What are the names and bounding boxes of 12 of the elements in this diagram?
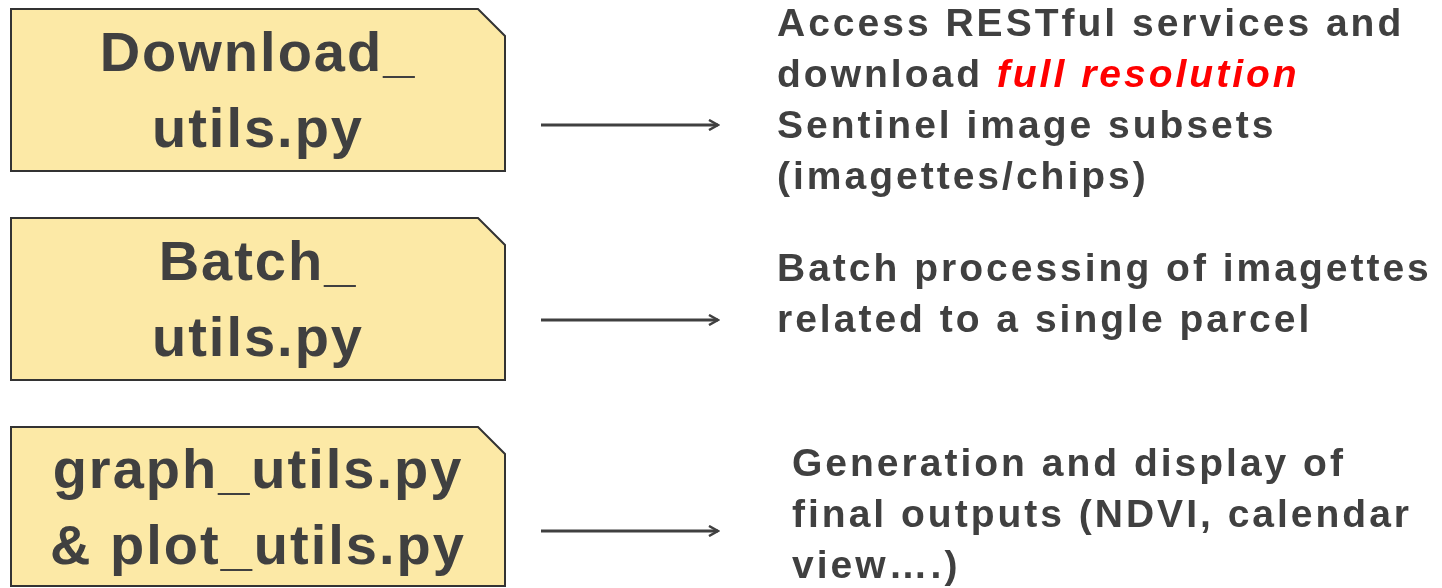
description-text: Access RESTful services and download full resolution Sentinel image subsets (imagettes/chips) xyxy=(777,0,1406,199)
arrow xyxy=(541,118,720,132)
file-box xyxy=(10,217,506,381)
arrow xyxy=(541,524,720,538)
file-name: graph_utils.py & plot_utils.py xyxy=(49,435,467,578)
description-text: Generation and display of final outputs (NDVI, calendar view….) xyxy=(792,439,1414,588)
arrow xyxy=(541,313,720,327)
file-name: Batch_ utils.py xyxy=(151,228,365,370)
file-box xyxy=(10,8,506,172)
file-name: Download_ utils.py xyxy=(98,19,418,161)
description-text: Batch processing of imagettes related to a single parcel xyxy=(777,245,1433,342)
file-box xyxy=(10,426,506,587)
